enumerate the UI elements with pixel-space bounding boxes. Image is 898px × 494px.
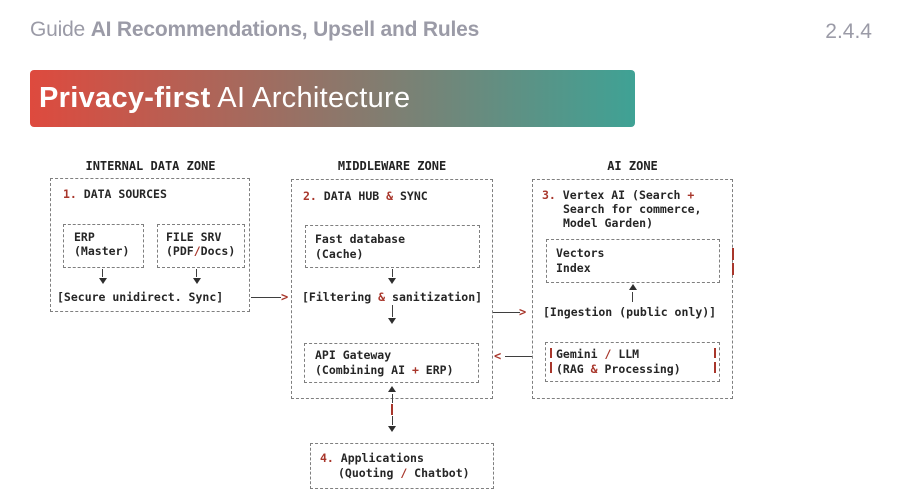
flow-line [392, 416, 393, 425]
red-dash [732, 263, 734, 275]
arrow-down-icon [388, 278, 396, 284]
red-dash [714, 362, 716, 373]
arrow-up-icon [629, 284, 637, 290]
applications-label: 4. Applications [320, 451, 424, 465]
red-dash [391, 404, 393, 415]
secure-sync-label: [Secure unidirect. Sync] [57, 290, 224, 304]
vertex-ai-heading: 3. Vertex AI (Search + [542, 188, 695, 202]
red-dash [550, 362, 552, 373]
vertex-ai-heading-line3: Model Garden) [563, 216, 654, 230]
arrow-right-icon: > [519, 305, 527, 319]
arrow-down-icon [388, 318, 396, 324]
api-gateway-sublabel: (Combining AI + ERP) [315, 363, 454, 377]
flow-line [392, 305, 393, 317]
vertex-ai-heading-line2: Search for commerce, [563, 202, 702, 216]
arrow-down-icon [193, 278, 201, 284]
flow-line [392, 394, 393, 403]
flow-line [196, 269, 197, 277]
applications-box [310, 443, 494, 489]
arrow-down-icon [388, 426, 396, 432]
data-sources-heading: 1. DATA SOURCES [63, 187, 167, 201]
file-srv-label: FILE SRV [166, 230, 222, 244]
index-label: Index [556, 261, 591, 275]
flow-line [251, 297, 281, 298]
page-header: Guide AI Recommendations, Upsell and Rul… [30, 18, 479, 42]
file-srv-box [157, 224, 245, 268]
gemini-llm-box [545, 342, 720, 382]
applications-sublabel: (Quoting / Chatbot) [338, 466, 470, 480]
middleware-zone-title: MIDDLEWARE ZONE [337, 159, 447, 173]
ai-zone-box [532, 179, 733, 399]
flow-line [493, 312, 520, 313]
ingestion-label: [Ingestion (public only)] [543, 305, 717, 319]
page-title: AI Recommendations, Upsell and Rules [90, 18, 480, 41]
flow-line [392, 269, 393, 277]
guide-label: Guide [30, 18, 91, 41]
data-hub-heading: 2. DATA HUB & SYNC [303, 189, 428, 203]
arrow-right-icon: > [281, 290, 289, 304]
api-gateway-box [304, 343, 479, 383]
arrow-down-icon [99, 278, 107, 284]
erp-box [63, 224, 144, 268]
erp-sublabel: (Master) [74, 244, 130, 258]
fast-database-box [305, 225, 480, 268]
slide-title-emphasis: Privacy-first [39, 82, 211, 114]
gemini-llm-label: Gemini / LLM [556, 347, 640, 361]
flow-line [102, 269, 103, 277]
arrow-left-icon: < [494, 349, 502, 363]
vectors-label: Vectors [556, 246, 605, 260]
ai-zone-title: AI ZONE [607, 159, 658, 173]
arrow-up-icon [388, 386, 396, 392]
version-number: 2.4.4 [825, 20, 872, 43]
flow-line [505, 356, 532, 357]
gemini-llm-sublabel: (RAG & Processing) [556, 362, 681, 376]
erp-label: ERP [74, 230, 95, 244]
flow-line [632, 292, 633, 302]
red-dash [714, 348, 716, 358]
fast-database-sublabel: (Cache) [315, 247, 364, 261]
file-srv-sublabel: (PDF/Docs) [166, 244, 236, 258]
internal-zone-title: INTERNAL DATA ZONE [85, 159, 216, 173]
vectors-index-box [546, 239, 720, 283]
slide-title-rest: AI Architecture [210, 82, 411, 114]
fast-database-label: Fast database [315, 232, 406, 246]
slide-title-banner: Privacy-first AI Architecture [30, 70, 635, 127]
red-dash [732, 248, 734, 260]
internal-zone-box [50, 178, 250, 312]
red-dash [550, 348, 552, 358]
filtering-label: [Filtering & sanitization] [302, 290, 483, 304]
api-gateway-label: API Gateway [315, 348, 392, 362]
